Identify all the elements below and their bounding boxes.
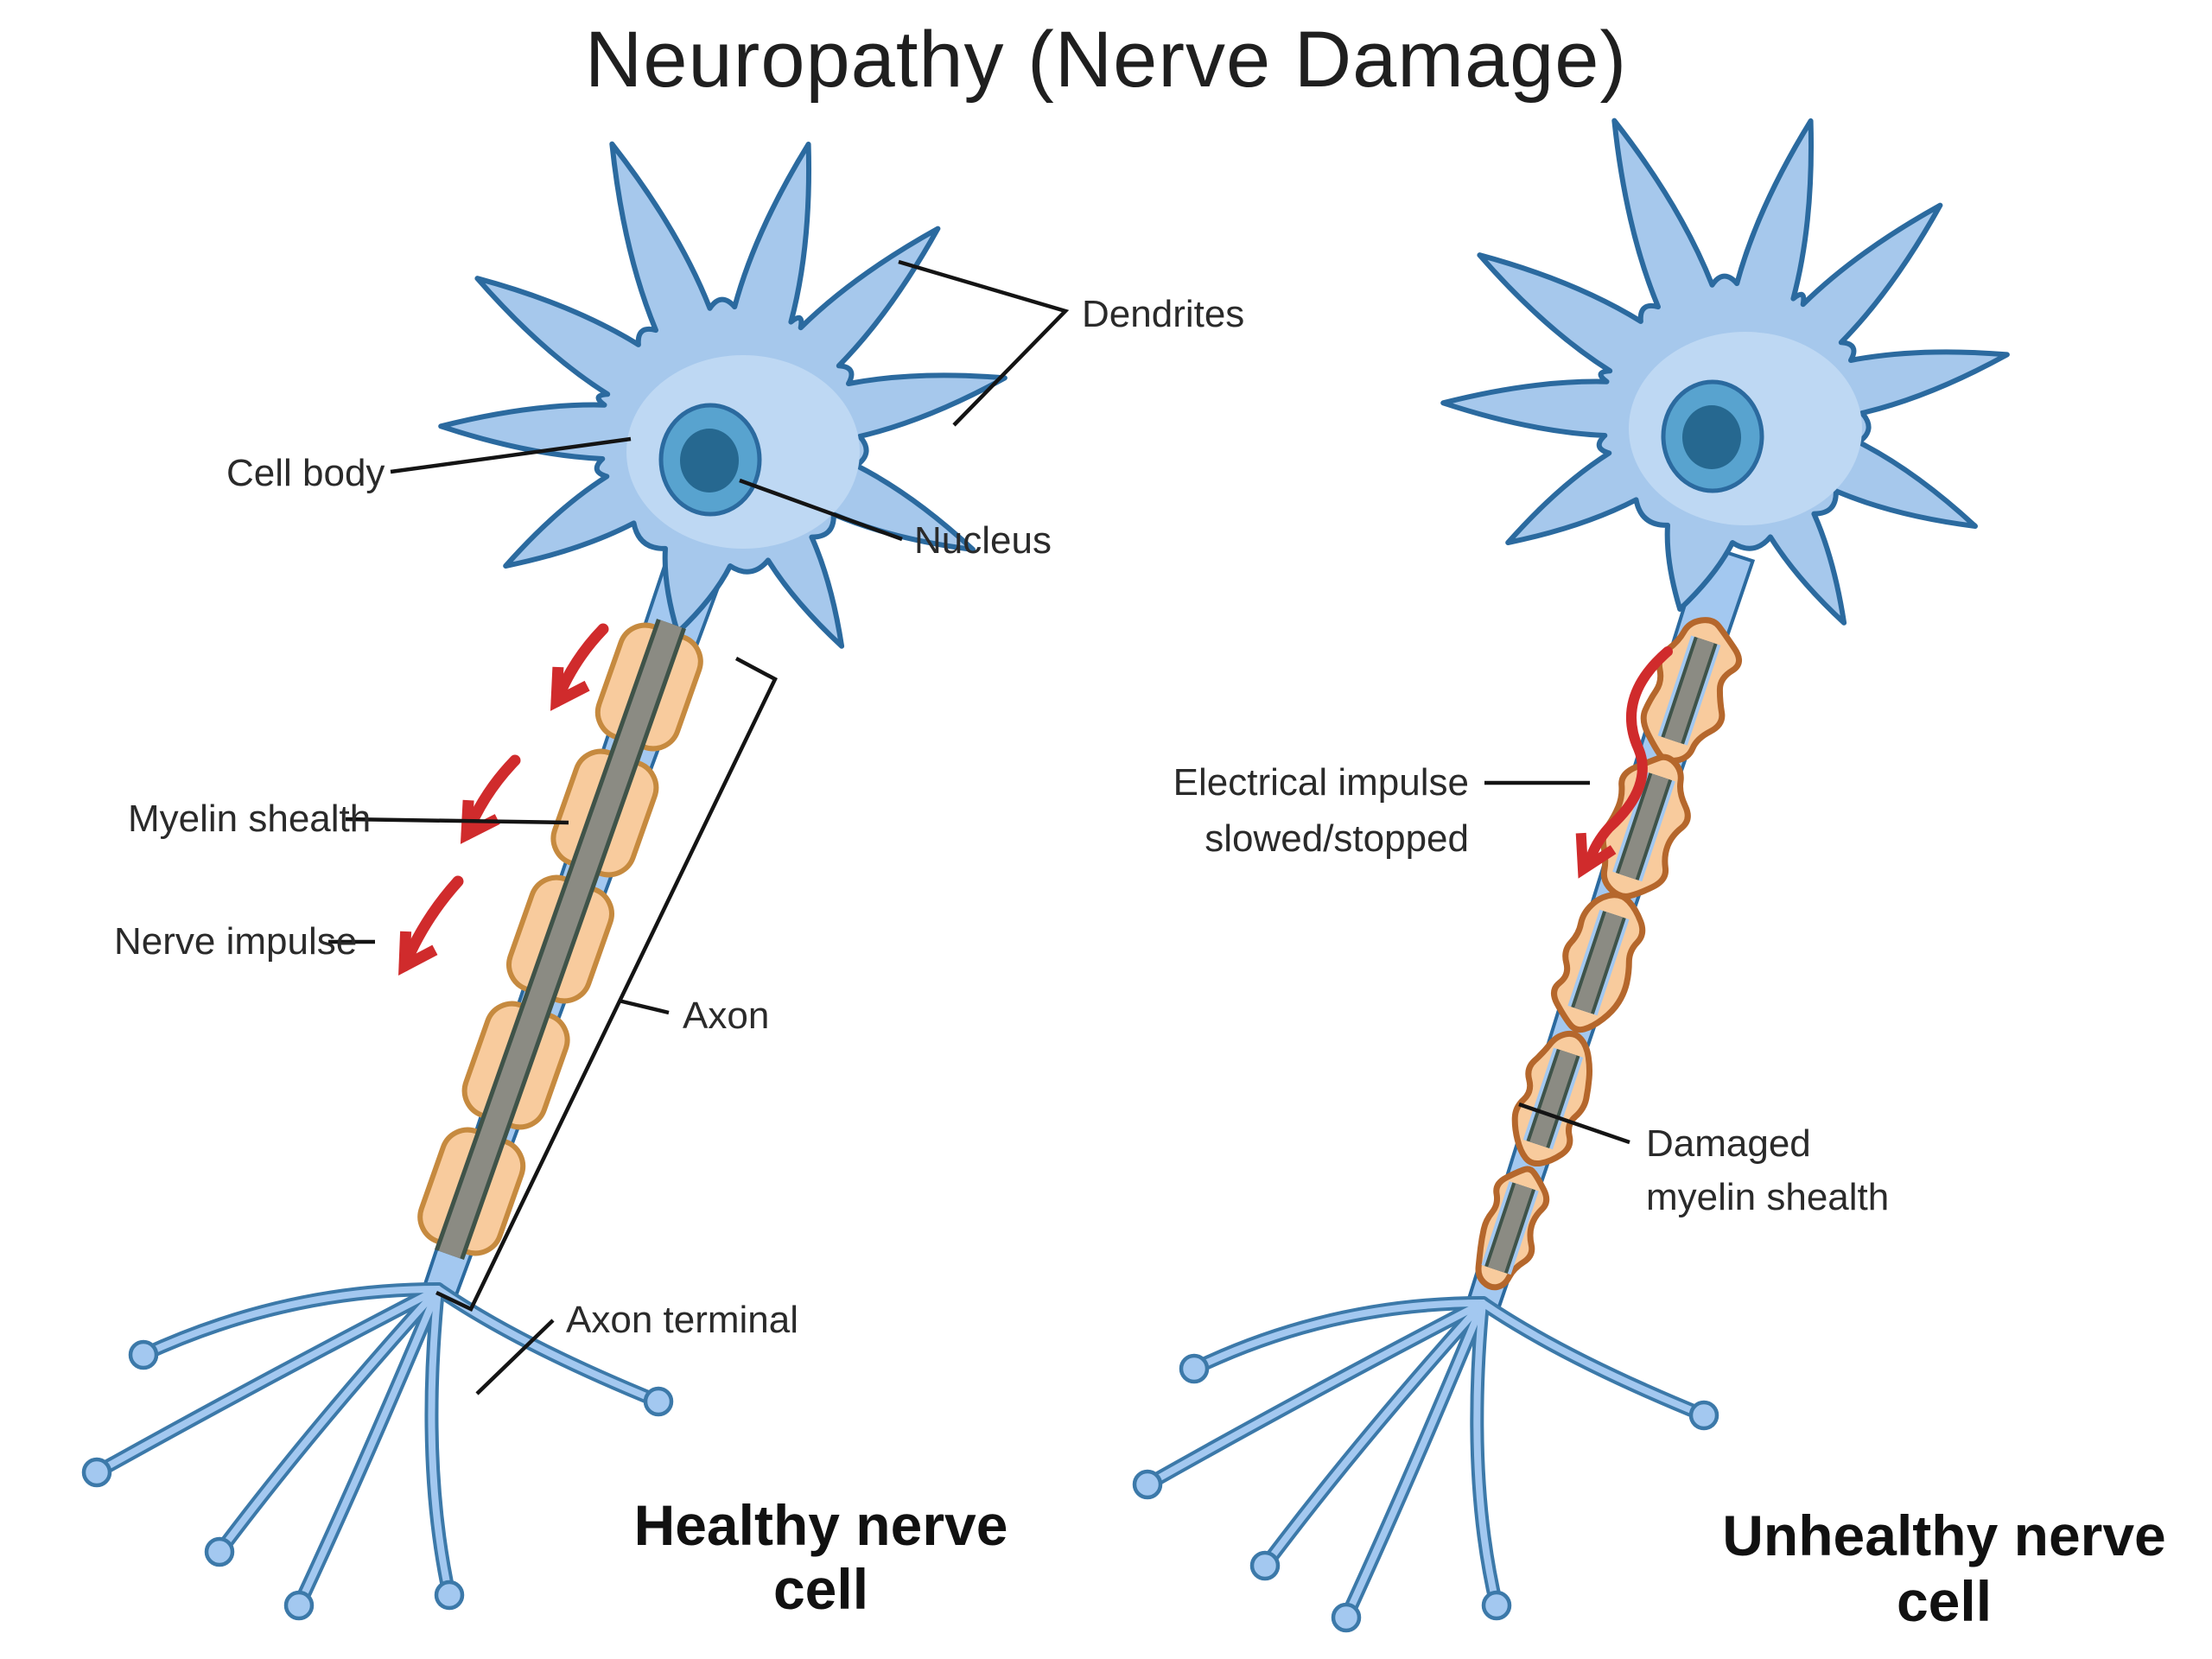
cell-body-pointer-line [390,436,632,474]
dendrites-pointer-line [898,259,1070,427]
axon-core [438,620,683,1259]
axon-terminal-branch [1262,1300,1486,1569]
damaged-myelin-segment [1551,892,1646,1033]
damaged-myelin-segment [1475,1166,1550,1291]
unhealthy-caption-line2: cell [1897,1569,1992,1633]
healthy-annotations [328,259,1070,1395]
axon-core [1664,638,1714,744]
unhealthy-caption-line1: Unhealthy nerve [1722,1503,2166,1567]
page-title: Neuropathy (Nerve Damage) [585,16,1627,104]
axon-terminal-branch [140,1286,442,1358]
axon-terminal-branch [216,1286,442,1555]
axon-core [1488,1183,1533,1273]
damaged-myelin-segment [1599,753,1691,899]
axon-bracket [435,657,778,1312]
slowed-impulse-arrow [1585,646,1673,866]
nerve-impulse-label: Nerve impulse [114,920,357,963]
nucleus-label: Nucleus [914,519,1052,562]
axon-label: Axon [683,995,769,1037]
axon-terminal-bulb [204,1536,235,1567]
axon-terminal-bulb [81,1457,112,1488]
impulse-arrowhead [398,931,438,976]
cell-body-label: Cell body [226,452,385,494]
axon-core [1529,1050,1577,1147]
axon-terminal-bulb [1249,1550,1281,1581]
axon-terminal-label: Axon terminal [566,1299,798,1341]
axon-terminal-branch [428,1286,453,1599]
axon-terminal-bulb [1179,1353,1210,1384]
axon-terminal-branch [1479,1300,1707,1419]
axon-bracket-tick [618,998,670,1015]
myelin-pointer-line [345,817,569,825]
healthy-caption-line2: cell [773,1557,868,1621]
axon-core [1574,912,1623,1014]
axon-terminal-bulb [643,1386,674,1417]
unhealthy-neuron [1132,118,2010,1633]
axon-terminal-bulb [128,1339,159,1370]
healthy-caption-line1: Healthy nerve [634,1493,1008,1557]
unhealthy-annotations [1484,780,1630,1145]
impulse-arrowhead [550,666,590,711]
nucleolus [680,429,739,493]
damaged-myelin-label-line2: myelin shealth [1646,1176,1889,1218]
myelin-sheath-label: Myelin shealth [128,798,371,840]
impulse-arrowhead [460,799,500,844]
impulse-arrowhead [1575,832,1617,879]
nucleolus [1682,405,1741,469]
axon-terminal-bulb [1481,1590,1512,1621]
healthy-neuron [81,141,1007,1621]
axon-terminal-branch [296,1286,442,1609]
axon-terminal-pointer-line [475,1319,555,1395]
nucleus-pointer-line [739,478,903,542]
axon-terminal-bulb [283,1590,315,1621]
electrical-impulse-label-line1: Electrical impulse [1173,761,1469,804]
axon-terminal-branch [93,1286,442,1476]
axon-terminal-bulb [1331,1602,1362,1633]
axon-terminal-bulb [1688,1400,1719,1431]
electrical-impulse-label-line2: slowed/stopped [1205,817,1469,860]
axon-terminal-branch [1191,1300,1486,1372]
axon-core [1618,773,1669,880]
axon-terminal-branch [1343,1300,1486,1621]
axon-terminal-bulb [1132,1469,1163,1500]
damaged-myelin-segment [1511,1030,1593,1167]
damaged-myelin-pointer-line [1518,1102,1630,1145]
damaged-myelin-label-line1: Damaged [1646,1122,1811,1165]
axon-terminal-branch [1144,1300,1486,1488]
axon-terminal-bulb [434,1580,465,1611]
dendrites-label: Dendrites [1082,293,1244,335]
axon-terminal-branch [1473,1300,1500,1609]
